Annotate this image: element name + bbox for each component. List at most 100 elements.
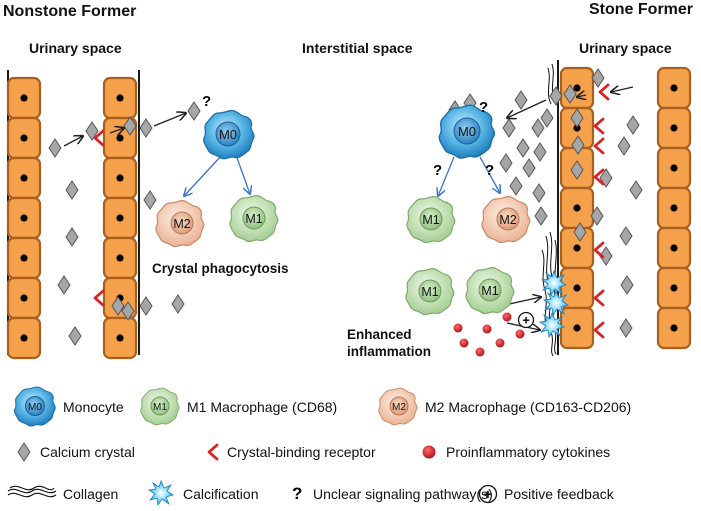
monocyte-cell: M0: [203, 109, 255, 160]
epithelial-cell: [559, 266, 595, 310]
epithelial-cell: [102, 236, 138, 280]
cytokine: [453, 323, 463, 333]
legend-crystal-icon: [17, 442, 31, 462]
calcium-crystal: [502, 118, 516, 138]
cytokine: [495, 338, 505, 348]
m2-macrophage-cell: M2: [155, 199, 205, 248]
calcium-crystal: [617, 136, 631, 156]
positive-feedback-icon: +: [517, 311, 535, 329]
epithelial-cell: [656, 266, 692, 310]
calcium-crystal: [532, 183, 546, 203]
left-tubule-outer-column: [6, 70, 42, 360]
svg-text:M1: M1: [153, 402, 167, 413]
calcium-crystal: [619, 226, 633, 246]
svg-text:+: +: [484, 486, 492, 502]
epithelial-cell: [559, 66, 595, 110]
calcification: [538, 311, 565, 339]
monocyte-label: M0: [458, 124, 476, 139]
crystal-binding-receptor: [593, 289, 605, 307]
calcium-crystal: [522, 158, 536, 178]
m2-label: M2: [173, 217, 190, 231]
legend-cytokine-icon: [422, 445, 436, 459]
crystal-binding-receptor: [598, 83, 610, 101]
legend-cytokines-text: Proinflammatory cytokines: [446, 444, 611, 460]
inflammation-label: inflammation: [347, 344, 432, 359]
crystal-binding-receptor: [93, 289, 105, 307]
crystal-binding-receptor: [593, 137, 605, 155]
crystal-binding-receptor: [593, 321, 605, 339]
calcium-crystal: [620, 275, 634, 295]
calcification-deposits: [538, 269, 569, 339]
epithelial-cell: [656, 66, 692, 110]
arrow: [611, 87, 634, 92]
crystal-binding-receptor: [593, 241, 605, 259]
right-urinary-space-label: Urinary space: [579, 40, 672, 56]
epithelial-cell: [656, 106, 692, 150]
calcium-crystal: [533, 142, 547, 162]
calcium-crystal: [48, 138, 62, 158]
legend-unclear-text: Unclear signaling pathway(s): [313, 486, 493, 502]
epithelial-cell: [656, 306, 692, 350]
calcium-crystal: [629, 180, 643, 200]
left-arrows: [63, 113, 250, 196]
enhanced-label: Enhanced: [347, 327, 412, 342]
epithelial-cell: [656, 146, 692, 190]
cytokine: [515, 329, 525, 339]
cytokine: [502, 312, 512, 322]
calcium-crystal: [534, 206, 548, 226]
epithelial-cell: [6, 116, 42, 160]
crystal-phagocytosis-label: Crystal phagocytosis: [152, 261, 289, 276]
calcium-crystal: [143, 190, 157, 210]
epithelial-cell: [102, 316, 138, 360]
right-arrows: [438, 87, 634, 330]
nonstone-former-title: Nonstone Former: [3, 3, 137, 20]
cytokine: [475, 347, 485, 357]
legend-crystal-text: Calcium crystal: [40, 444, 135, 460]
epithelial-cell: [656, 226, 692, 270]
m1-label: M1: [421, 285, 438, 299]
calcium-crystal: [65, 227, 79, 247]
unclear-pathway-mark: ?: [479, 99, 488, 116]
legend-m2-icon: M2: [378, 387, 418, 426]
calcium-crystal: [139, 296, 153, 316]
calcium-crystal: [509, 176, 523, 196]
monocyte-cell: M0: [438, 104, 496, 159]
legend-receptor-text: Crystal-binding receptor: [227, 444, 376, 460]
monocyte-label: M0: [219, 127, 237, 142]
m2-label: M2: [499, 213, 516, 227]
legend-collagen-text: Collagen: [63, 486, 119, 502]
cytokines: [453, 312, 525, 357]
m1-label: M1: [481, 284, 498, 298]
m1-label: M1: [245, 212, 262, 226]
m1-macrophage-cell: M1: [405, 267, 455, 316]
legend-collagen-icon: [7, 485, 57, 498]
arrow: [507, 99, 547, 118]
m1-macrophage-cell: M1: [465, 266, 515, 315]
stone-former-title: Stone Former: [589, 1, 694, 18]
calcium-crystal: [57, 275, 71, 295]
epithelial-cell: [6, 76, 42, 120]
calcium-crystal: [65, 180, 79, 200]
calcium-crystal: [68, 326, 82, 346]
epithelial-cell: [102, 156, 138, 200]
legend-calcification-text: Calcification: [183, 486, 259, 502]
m1-macrophage-cell: M1: [229, 194, 279, 243]
epithelial-cell: [6, 196, 42, 240]
left-receptors: [93, 129, 105, 307]
arrow: [504, 297, 541, 306]
differentiation-arrow: [235, 154, 250, 194]
calcium-crystal: [499, 153, 513, 173]
interstitial-space-label: Interstitial space: [302, 40, 413, 56]
legend-monocyte-icon: M0: [14, 386, 56, 427]
left-urinary-space-label: Urinary space: [29, 40, 122, 56]
epithelial-cell: [102, 76, 138, 120]
differentiation-arrow: [184, 154, 223, 196]
epithelial-cell: [6, 156, 42, 200]
left-tubule-inner-column: [102, 70, 140, 360]
calcium-crystal: [531, 118, 545, 138]
cytokine: [482, 324, 492, 334]
unclear-pathway-mark: ?: [485, 162, 494, 179]
epithelial-cell: [6, 276, 42, 320]
cytokine: [459, 338, 469, 348]
